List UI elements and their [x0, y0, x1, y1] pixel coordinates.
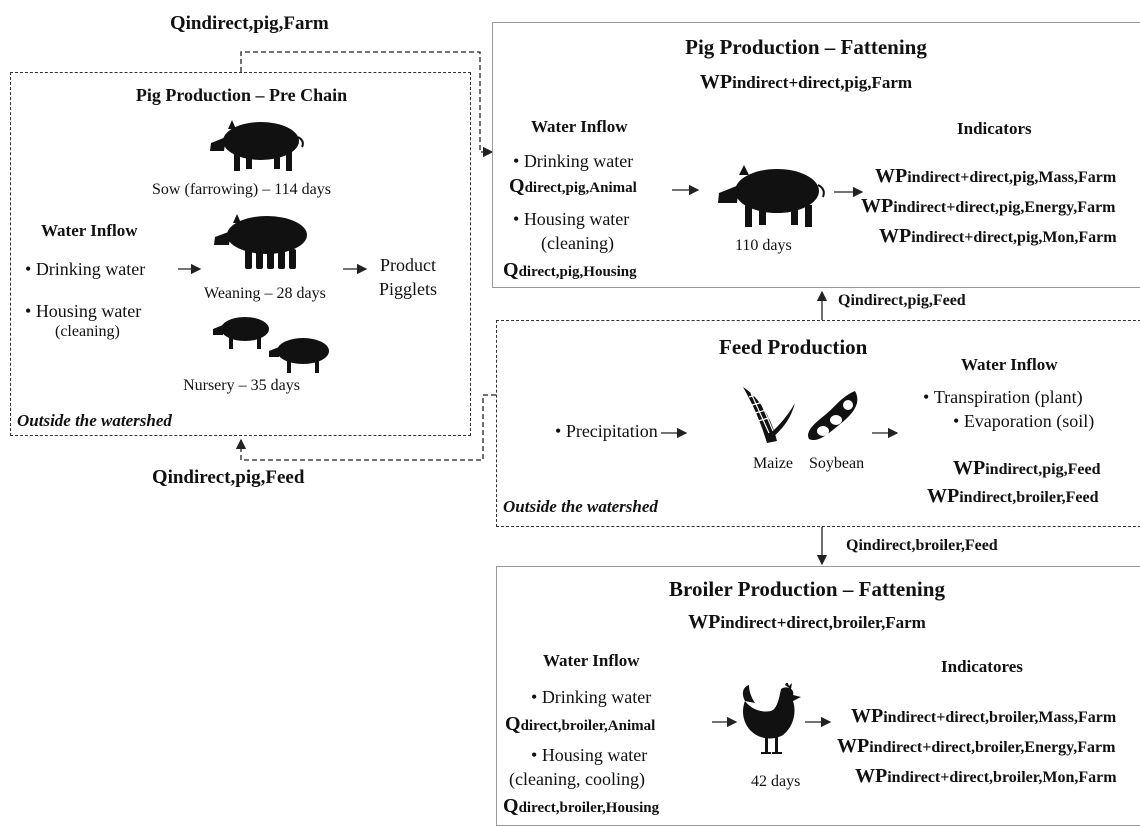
sow-label: Sow (farrowing) – 114 days [152, 181, 331, 198]
pig-icon [718, 165, 825, 227]
fattening-cleaning: (cleaning) [541, 233, 614, 253]
broiler-days: 42 days [751, 773, 801, 790]
broiler-ind-mass: WPindirect+direct,broiler,Mass,Farm [851, 705, 1117, 727]
fattening-housing: Housing water [513, 209, 629, 230]
broiler-drinking: Drinking water [531, 687, 651, 708]
maize-label: Maize [753, 455, 793, 472]
broiler-water-inflow: Water Inflow [543, 651, 640, 670]
prechain-product: Product Pigglets [379, 253, 437, 301]
fattening-days: 110 days [735, 237, 792, 254]
soybean-label: Soybean [809, 455, 865, 472]
feed-wp-pig: WPindirect,pig,Feed [953, 457, 1101, 479]
fattening-drinking: Drinking water [513, 151, 633, 172]
fattening-water-inflow: Water Inflow [531, 117, 628, 136]
feed-outside: Outside the watershed [503, 497, 658, 516]
prechain-drinking: Drinking water [25, 259, 145, 280]
fattening-ind-mon: WPindirect+direct,pig,Mon,Farm [879, 225, 1117, 247]
maize-icon [743, 387, 795, 443]
feed-box: Feed Production Precipitation Maize Soyb… [496, 320, 1140, 527]
broiler-cleaning: (cleaning, cooling) [509, 769, 645, 789]
feed-precipitation: Precipitation [555, 421, 658, 442]
arrow-feed-to-prechain [235, 394, 496, 461]
label-q-indirect-pig-feed-right: Qindirect,pig,Feed [838, 292, 966, 309]
feed-wp-broiler: WPindirect,broiler,Feed [927, 485, 1099, 507]
prechain-housing: Housing water [25, 301, 141, 322]
broiler-box: Broiler Production – Fattening WPindirec… [496, 566, 1140, 826]
nursery-pigs-icon [213, 317, 329, 373]
fattening-ind-energy: WPindirect+direct,pig,Energy,Farm [861, 195, 1116, 217]
broiler-q-housing: Qdirect,broiler,Housing [503, 795, 660, 817]
sow-icon [210, 120, 304, 171]
prechain-title: Pig Production – Pre Chain [135, 85, 348, 105]
chicken-icon [742, 683, 801, 754]
feed-water-inflow: Water Inflow [961, 355, 1058, 374]
label-q-indirect-pig-farm: Qindirect,pig,Farm [170, 12, 329, 34]
fattening-wp: WPindirect+direct,pig,Farm [699, 71, 913, 93]
fattening-ind-mass: WPindirect+direct,pig,Mass,Farm [875, 165, 1117, 187]
broiler-indicators: Indicatores [941, 657, 1023, 676]
product-line1: Product [380, 255, 436, 275]
broiler-ind-energy: WPindirect+direct,broiler,Energy,Farm [837, 735, 1116, 757]
product-line2: Pigglets [379, 279, 438, 299]
feed-title: Feed Production [719, 335, 868, 359]
broiler-ind-mon: WPindirect+direct,broiler,Mon,Farm [855, 765, 1117, 787]
sow-with-piglets-icon [214, 214, 307, 269]
broiler-housing: Housing water [531, 745, 647, 766]
fattening-box: Pig Production – Fattening WPindirect+di… [492, 22, 1140, 288]
broiler-title: Broiler Production – Fattening [669, 577, 945, 601]
prechain-box: Pig Production – Pre Chain Sow (farrowin… [10, 72, 471, 436]
nursery-label: Nursery – 35 days [183, 377, 300, 394]
fattening-indicators: Indicators [957, 119, 1032, 138]
fattening-q-housing: Qdirect,pig,Housing [503, 259, 637, 281]
broiler-q-drinking: Qdirect,broiler,Animal [505, 713, 656, 735]
label-q-indirect-broiler-feed: Qindirect,broiler,Feed [846, 537, 998, 554]
prechain-cleaning: (cleaning) [55, 323, 120, 340]
weaning-label: Weaning – 28 days [204, 285, 326, 302]
broiler-wp: WPindirect+direct,broiler,Farm [688, 611, 926, 633]
feed-transpiration: Transpiration (plant) [923, 387, 1083, 408]
prechain-outside: Outside the watershed [17, 411, 172, 430]
label-q-indirect-pig-feed-left: Qindirect,pig,Feed [152, 466, 305, 488]
fattening-q-drinking: Qdirect,pig,Animal [509, 175, 637, 197]
arrow-prechain-to-fattening [240, 51, 494, 158]
soybean-icon [808, 391, 858, 441]
fattening-title: Pig Production – Fattening [685, 35, 927, 59]
feed-evaporation: Evaporation (soil) [953, 411, 1094, 432]
prechain-water-inflow: Water Inflow [41, 221, 138, 240]
